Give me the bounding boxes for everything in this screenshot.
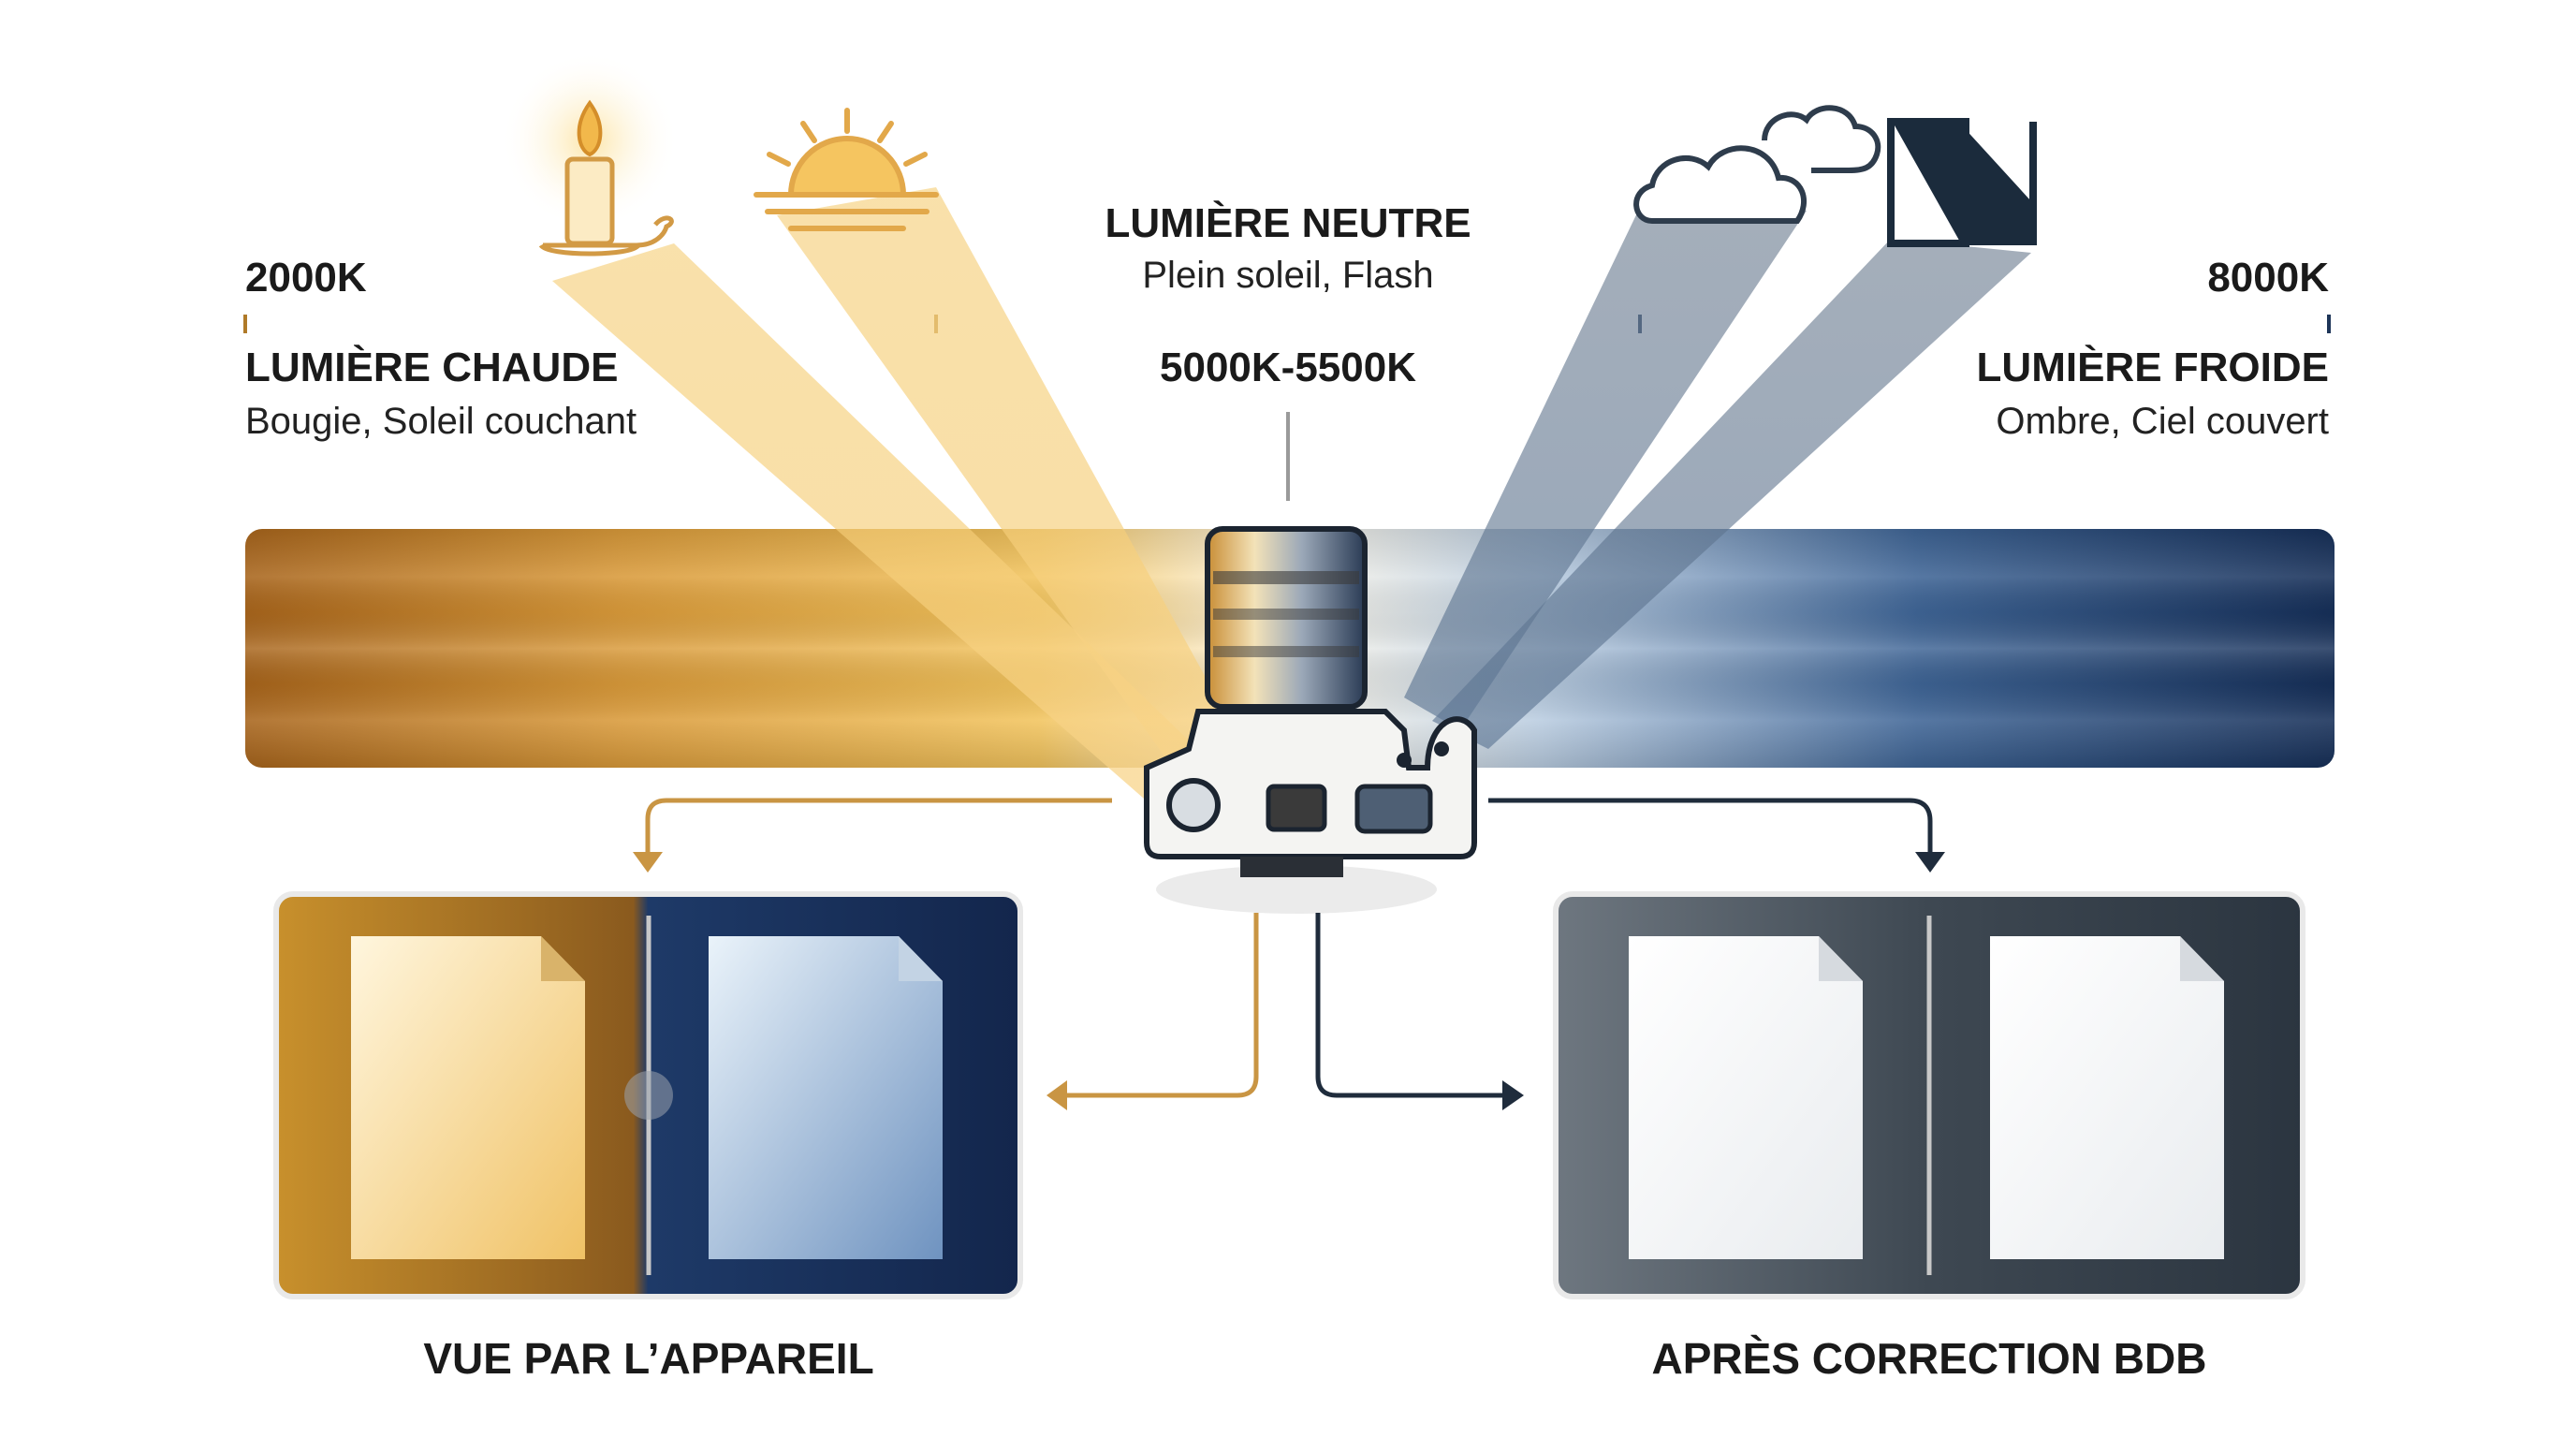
warm-examples: Bougie, Soleil couchant bbox=[245, 401, 637, 442]
warm-arrow-to-panel bbox=[633, 798, 1112, 873]
neutral-examples: Plein soleil, Flash bbox=[1142, 255, 1434, 296]
cool-arrow-to-panel bbox=[1488, 798, 1945, 873]
document-icon bbox=[1629, 936, 1863, 1259]
document-icon bbox=[1990, 936, 2224, 1259]
document-icon bbox=[351, 936, 585, 1259]
warm-light-beams bbox=[552, 187, 1245, 805]
scale-max-label: 8000K bbox=[2207, 255, 2329, 301]
shade-icon bbox=[1887, 118, 2037, 247]
camera-view-panel bbox=[273, 891, 1023, 1299]
camera-icon bbox=[1144, 526, 1477, 914]
document-icon bbox=[709, 936, 943, 1259]
cloud-icon bbox=[1633, 105, 1881, 224]
after-correction-caption: APRÈS CORRECTION BDB bbox=[1651, 1334, 2207, 1383]
candle-icon bbox=[501, 51, 679, 257]
cool-title: LUMIÈRE FROIDE bbox=[1976, 345, 2329, 390]
scale-min-label: 2000K bbox=[245, 255, 367, 301]
camera-view-caption: VUE PAR L’APPAREIL bbox=[423, 1334, 874, 1383]
neutral-range-label: 5000K-5500K bbox=[1160, 345, 1416, 390]
temperature-axis bbox=[243, 312, 2331, 333]
sunset-icon bbox=[754, 108, 939, 231]
warm-feedback-arrow bbox=[1046, 913, 1259, 1110]
warm-title: LUMIÈRE CHAUDE bbox=[245, 345, 619, 390]
cool-light-beams bbox=[1404, 201, 2031, 749]
after-correction-panel bbox=[1553, 891, 2305, 1299]
cool-examples: Ombre, Ciel couvert bbox=[1996, 401, 2329, 442]
cool-feedback-arrow bbox=[1315, 913, 1524, 1110]
neutral-title: LUMIÈRE NEUTRE bbox=[1105, 200, 1471, 246]
